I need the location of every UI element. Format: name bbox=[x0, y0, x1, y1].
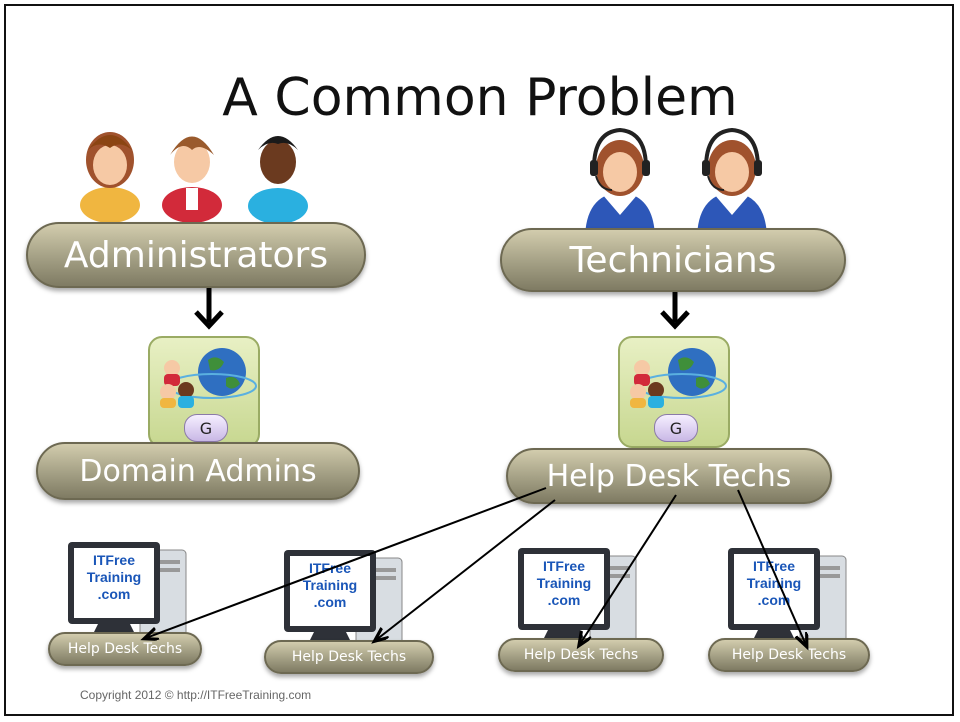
copyright-text: Copyright 2012 © http://ITFreeTraining.c… bbox=[80, 688, 312, 702]
screen-text-line: ITFree bbox=[542, 558, 585, 574]
screen-text-line: .com bbox=[97, 586, 131, 602]
slide-title: A Common Problem bbox=[222, 68, 738, 128]
screen-text-line: Training bbox=[86, 569, 142, 585]
group-globe-icon bbox=[160, 348, 257, 408]
group-badge: G bbox=[184, 414, 228, 442]
screen-text-line: .com bbox=[757, 592, 791, 608]
screen-text-line: Training bbox=[302, 577, 358, 593]
screen-text-line: ITFree bbox=[752, 558, 795, 574]
technician-person-1-icon bbox=[585, 127, 655, 240]
computer-group-pill: Help Desk Techs bbox=[264, 640, 434, 674]
technicians-pill: Technicians bbox=[500, 228, 846, 292]
screen-text-line: .com bbox=[313, 594, 347, 610]
admin-person-3-icon bbox=[248, 136, 308, 224]
screen-text-line: ITFree bbox=[308, 560, 351, 576]
screen-text-line: Training bbox=[746, 575, 802, 591]
domain-admins-group-icon: G bbox=[148, 336, 260, 448]
computer-group-pill: Help Desk Techs bbox=[48, 632, 202, 666]
help-desk-techs-pill: Help Desk Techs bbox=[506, 448, 832, 504]
computer-group-pill: Help Desk Techs bbox=[498, 638, 664, 672]
admin-person-1-icon bbox=[80, 132, 140, 223]
group-globe-icon bbox=[630, 348, 727, 408]
screen-text-line: .com bbox=[547, 592, 581, 608]
down-arrow-icon bbox=[194, 285, 224, 330]
computer-group-pill: Help Desk Techs bbox=[708, 638, 870, 672]
domain-admins-pill: Domain Admins bbox=[36, 442, 360, 500]
group-badge: G bbox=[654, 414, 698, 442]
screen-text-line: ITFree bbox=[92, 552, 135, 568]
technician-person-2-icon bbox=[697, 127, 767, 240]
help-desk-techs-group-icon: G bbox=[618, 336, 730, 448]
administrators-pill: Administrators bbox=[26, 222, 366, 288]
screen-text-line: Training bbox=[536, 575, 592, 591]
admin-person-2-icon bbox=[162, 136, 222, 223]
